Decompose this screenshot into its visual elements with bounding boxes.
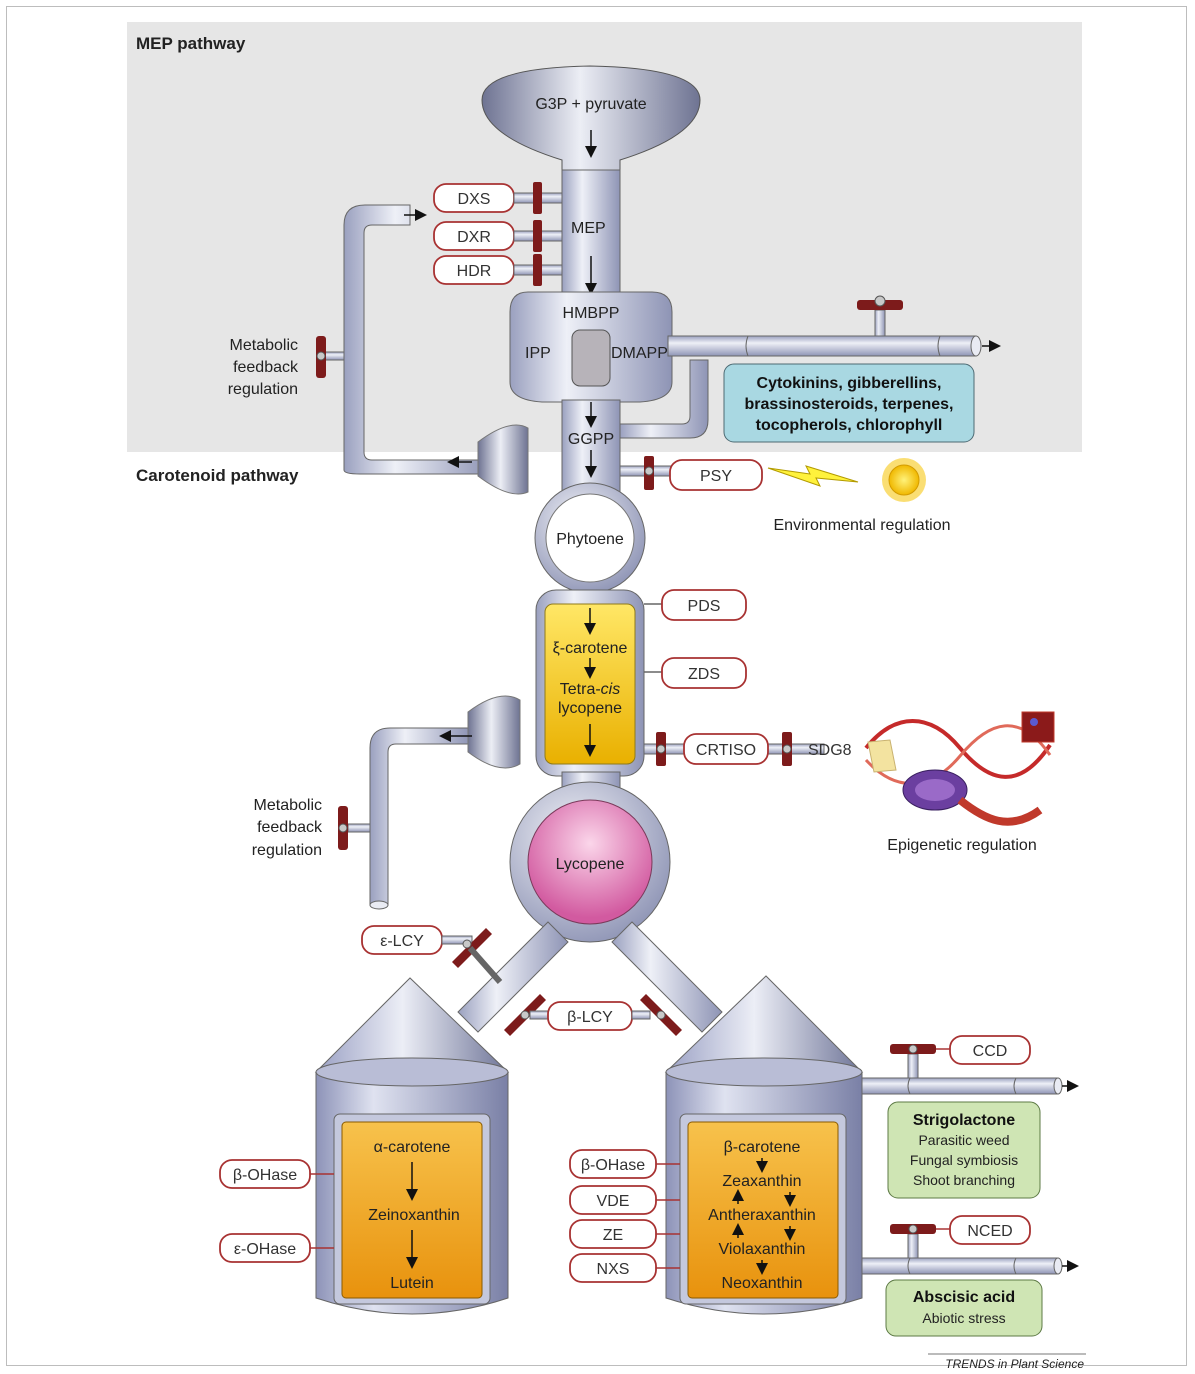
enzyme-sdg8: SDG8 [808,742,852,759]
svg-text:CCD: CCD [973,1043,1008,1060]
abscisic-acid-title: Abscisic acid [913,1289,1015,1306]
figure-frame [6,6,1187,1366]
svg-text:PSY: PSY [700,468,732,485]
svg-text:NCED: NCED [967,1223,1012,1240]
lutein-label: Lutein [390,1275,434,1292]
strigolactone-line2: Fungal symbiosis [910,1152,1018,1168]
svg-text:NXS: NXS [597,1261,630,1278]
zeaxanthin-label: Zeaxanthin [722,1173,801,1190]
dmapp-label: DMAPP [611,345,668,362]
svg-text:VDE: VDE [597,1193,630,1210]
nced-outflow-pipe [861,1257,1059,1275]
enzyme-zds: ZDS [644,657,747,689]
isomerase-core [571,329,611,387]
abscisic-acid-line1: Abiotic stress [922,1310,1005,1326]
epigenetic-regulation-label: Epigenetic regulation [887,837,1036,854]
enzyme-crtiso: CRTISO [643,732,825,766]
enzyme-nced: NCED [949,1215,1031,1245]
enzyme-e-ohase: ε-OHase [219,1233,334,1263]
cytokinins-line2: brassinosteroids, terpenes, [745,396,954,413]
neoxanthin-label: Neoxanthin [722,1275,803,1292]
lycopene-label: Lycopene [556,856,625,873]
strigolactone-line3: Shoot branching [913,1172,1015,1188]
enzyme-dxs: DXS [433,182,563,214]
antheraxanthin-label: Antheraxanthin [708,1207,816,1224]
carotenoid-section-title: Carotenoid pathway [136,466,299,485]
feedback-2-line1: Metabolic [254,797,322,814]
svg-text:DXR: DXR [457,229,491,246]
enzyme-hdr: HDR [433,254,563,286]
strigolactone-line1: Parasitic weed [918,1132,1009,1148]
feedback-pipe-2 [369,727,471,906]
strigolactone-box [887,1101,1041,1199]
svg-text:β-OHase: β-OHase [233,1167,297,1184]
svg-text:ZE: ZE [603,1227,623,1244]
environmental-regulation-label: Environmental regulation [774,517,951,534]
abscisic-acid-box [885,1279,1043,1337]
svg-text:ε-OHase: ε-OHase [234,1241,296,1258]
feedback-2-line3: regulation [252,842,322,859]
enzyme-b-lcy: β-LCY [504,994,682,1036]
branch-pipe-left [457,921,569,1033]
enzyme-dxr: DXR [433,220,563,252]
strigolactone-title: Strigolactone [913,1112,1015,1129]
enzyme-pds: PDS [644,589,747,621]
svg-text:DXS: DXS [458,191,491,208]
enzyme-e-lcy: ε-LCY [361,925,503,984]
feedback-1-line1: Metabolic [230,337,298,354]
feedback-2-line2: feedback [257,819,323,836]
branch-pipe-right [611,921,723,1033]
svg-text:PDS: PDS [688,598,721,615]
feedback-funnel-1 [477,424,529,495]
ipp-label: IPP [525,345,551,362]
dna-chromatin-icon [864,711,1055,826]
zeinoxanthin-label: Zeinoxanthin [368,1207,460,1224]
enzyme-b-ohase-right: β-OHase [569,1149,680,1179]
cytokinins-line3: tocopherols, chlorophyll [756,417,943,434]
violaxanthin-label: Violaxanthin [719,1241,806,1258]
beta-carotene-label: β-carotene [724,1139,801,1156]
svg-text:CRTISO: CRTISO [696,742,756,759]
feedback-1-line2: feedback [233,359,299,376]
phytoene-label: Phytoene [556,531,624,548]
enzyme-psy: PSY [619,456,763,491]
ccd-outflow-pipe [861,1077,1059,1095]
cytokinins-line1: Cytokinins, gibberellins, [757,375,942,392]
enzyme-ccd: CCD [949,1035,1031,1065]
journal-credit: TRENDS in Plant Science [945,1357,1084,1371]
alpha-branch-silo [314,977,510,1315]
mep-section-title: MEP pathway [136,34,246,53]
dmapp-outflow-pipe [667,335,977,357]
svg-text:ε-LCY: ε-LCY [380,933,424,950]
svg-text:β-LCY: β-LCY [567,1009,613,1026]
mep-label: MEP [571,220,606,237]
g3p-label: G3P + pyruvate [535,96,646,113]
input-funnel [481,65,701,186]
feedback-funnel-2 [467,695,521,769]
hmbpp-label: HMBPP [563,305,620,322]
lightning-icon [767,465,859,487]
svg-text:ZDS: ZDS [688,666,720,683]
enzyme-b-ohase-left: β-OHase [219,1159,334,1189]
tetra-lycopene-label: lycopene [558,700,622,717]
enzyme-ze: ZE [569,1219,680,1249]
enzyme-nxs: NXS [569,1253,680,1283]
zeta-carotene-label: ξ-carotene [553,640,628,657]
ggpp-label: GGPP [568,431,614,448]
feedback-1-line3: regulation [228,381,298,398]
tetra-cis-label: Tetra-cis [560,681,620,698]
cytokinins-box [723,363,975,443]
enzyme-vde: VDE [569,1185,680,1215]
beta-branch-silo [664,975,864,1315]
svg-text:HDR: HDR [457,263,492,280]
sun-icon [882,458,926,502]
svg-text:β-OHase: β-OHase [581,1157,645,1174]
alpha-carotene-label: α-carotene [374,1139,451,1156]
feedback-pipe-1 [343,204,491,475]
